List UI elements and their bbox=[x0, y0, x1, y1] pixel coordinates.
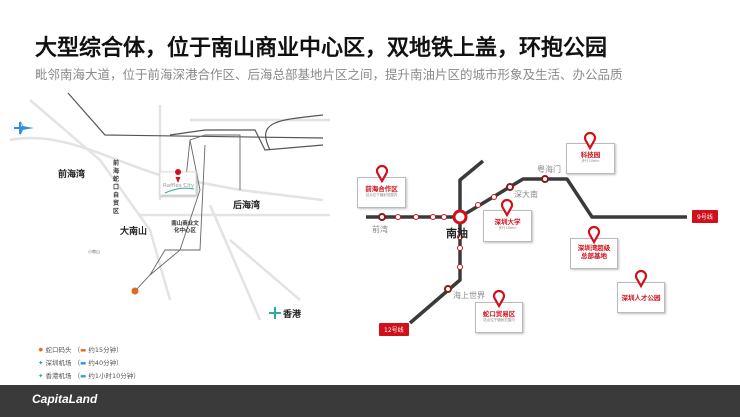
station-nanyou bbox=[452, 209, 468, 225]
station-haishangshijie bbox=[444, 285, 452, 293]
plane-icon: ✦ bbox=[38, 372, 44, 380]
station-qianwan bbox=[378, 213, 386, 221]
port-icon: ✹ bbox=[38, 346, 44, 354]
station-yuehaimen bbox=[541, 175, 549, 183]
plane-icon: ✦ bbox=[38, 359, 44, 367]
road bbox=[208, 204, 301, 321]
label-hongkong: 香港 bbox=[283, 310, 302, 320]
pin-icon bbox=[634, 269, 648, 289]
metro-line bbox=[169, 129, 324, 151]
station-label: 前湾 bbox=[372, 225, 388, 234]
legend-item: ✦ 香港机场 （▬ 约1小时10分钟） bbox=[38, 372, 140, 380]
page-subtitle: 毗邻南海大道，位于前海深港合作区、后海总部基地片区之间，提升南油片区的城市形象及… bbox=[35, 67, 623, 82]
pin-icon bbox=[375, 164, 389, 184]
pin-icon bbox=[583, 131, 597, 151]
legend-item: ✦ 深圳机场 （▬ 约40分钟） bbox=[38, 359, 123, 367]
pin-icon bbox=[500, 198, 514, 218]
project-pin-icon bbox=[175, 169, 182, 183]
footer-bar bbox=[0, 385, 740, 417]
line-9-badge: 9号线 bbox=[692, 210, 718, 223]
shenzhen-airport-icon bbox=[14, 122, 27, 134]
station-label: 南油 bbox=[446, 227, 468, 240]
line-12-badge: 12号线 bbox=[379, 323, 409, 336]
label-dananshan: 大南山 bbox=[120, 227, 148, 237]
pin-icon bbox=[587, 225, 601, 245]
label-center: 南山商业文化中心区 bbox=[171, 221, 199, 234]
station-label: 海上世界 bbox=[453, 291, 485, 300]
label-qianhaiwan: 前海湾 bbox=[58, 170, 86, 180]
shekou-port-icon bbox=[131, 287, 139, 295]
metro-line bbox=[185, 134, 241, 190]
road bbox=[29, 99, 172, 301]
station-label: 深大南 bbox=[514, 190, 538, 199]
station-shendanan bbox=[506, 183, 514, 191]
line-12 bbox=[408, 159, 485, 325]
callout-shekou: 蛇口贸易区站点位于辐射范围内 bbox=[475, 302, 523, 333]
metro-line bbox=[149, 144, 206, 276]
pin-icon bbox=[492, 289, 506, 309]
hk-airport-icon bbox=[269, 307, 281, 319]
label-xiaonanshan: 小南山 bbox=[88, 249, 100, 254]
legend-item: ✹ 蛇口码头 （▬ 约15分钟） bbox=[38, 346, 123, 354]
metro-line bbox=[265, 114, 324, 151]
capitaland-logo: CapitaLand bbox=[32, 392, 98, 406]
station-label: 粤海门 bbox=[537, 165, 561, 174]
label-houhaiwan: 后海湾 bbox=[233, 201, 261, 211]
project-logo: Raffles City bbox=[163, 183, 195, 189]
metro-line bbox=[67, 92, 324, 139]
label-ziyouqu: 前海蛇口自贸区 bbox=[113, 160, 120, 215]
page-title: 大型综合体，位于南山商业中心区，双地铁上盖，环抱公园 bbox=[35, 36, 608, 61]
